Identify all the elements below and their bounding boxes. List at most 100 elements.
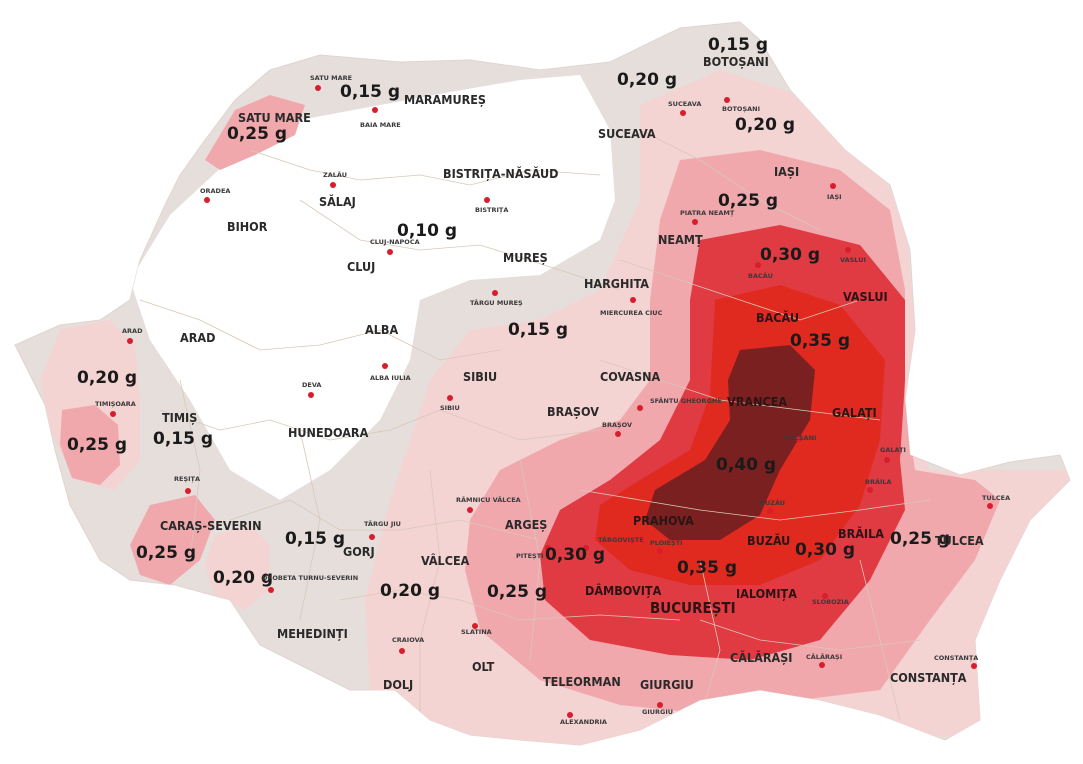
zone-label: 0,20 g — [77, 368, 137, 388]
city-label: VASLUI — [840, 256, 866, 264]
city-label: BAIA MARE — [360, 121, 401, 129]
county-label: OLT — [472, 659, 495, 674]
city-label: BRAȘOV — [602, 421, 632, 429]
zone-label: 0,30 g — [760, 245, 820, 265]
zone-label: 0,25 g — [487, 582, 547, 602]
zone-label: 0,25 g — [718, 191, 778, 211]
zone-label: 0,40 g — [716, 455, 776, 475]
county-label: BRAȘOV — [547, 404, 599, 419]
county-labels: BOTOȘANI MARAMUREȘ SATU MARE SUCEAVA IAȘ… — [160, 54, 984, 692]
city-label: CONSTANȚA — [934, 654, 978, 663]
county-label: HUNEDOARA — [288, 425, 369, 440]
city-label: CRAIOVA — [392, 636, 424, 644]
zone-label: 0,20 g — [735, 115, 795, 135]
city-label: TULCEA — [982, 494, 1010, 502]
zone-label: 0,25 g — [136, 543, 196, 563]
county-label: CONSTANȚA — [890, 670, 967, 685]
county-label: NEAMȚ — [658, 232, 703, 247]
zone-label: 0,25 g — [67, 435, 127, 455]
zone-label: 0,15 g — [285, 529, 345, 549]
county-label: IAȘI — [774, 164, 799, 179]
county-label: ALBA — [365, 322, 398, 337]
city-label: CLUJ-NAPOCA — [370, 238, 420, 246]
city-label: MIERCUREA CIUC — [600, 309, 663, 317]
county-label: ARAD — [180, 330, 215, 345]
county-label: ARGEȘ — [505, 517, 547, 532]
county-label: MARAMUREȘ — [404, 92, 486, 107]
county-label: DOLJ — [383, 677, 413, 692]
city-label: TIMIȘOARA — [95, 400, 136, 408]
county-label: CLUJ — [347, 259, 375, 274]
city-label: ORADEA — [200, 187, 230, 195]
county-label: GORJ — [343, 544, 375, 559]
county-label: GALAȚI — [832, 405, 877, 420]
city-label: SLATINA — [461, 628, 492, 636]
city-label: GIURGIU — [642, 708, 673, 716]
county-label: SUCEAVA — [598, 126, 656, 141]
county-label: BOTOȘANI — [703, 54, 769, 69]
county-label: SĂLAJ — [319, 194, 356, 209]
city-label: IAȘI — [827, 193, 842, 201]
county-label: TULCEA — [935, 533, 984, 548]
county-label: VRANCEA — [727, 394, 787, 409]
county-label: VASLUI — [843, 289, 888, 304]
county-label: TELEORMAN — [543, 674, 621, 689]
zone-020-southwest-lobe — [205, 525, 270, 610]
city-label: CĂLĂRAȘI — [806, 652, 842, 661]
county-label: BISTRIȚA-NĂSĂUD — [443, 166, 558, 181]
county-label: BACĂU — [756, 310, 799, 325]
city-label: BOTOȘANI — [722, 105, 760, 113]
zone-label: 0,25 g — [890, 529, 950, 549]
county-label: MUREȘ — [503, 250, 548, 265]
city-label: BACĂU — [748, 271, 773, 280]
county-label: BRĂILA — [838, 526, 884, 541]
zone-label: 0,15 g — [708, 35, 768, 55]
city-label: PLOIEȘTI — [650, 539, 683, 547]
zone-025-satu-mare — [205, 95, 305, 170]
county-label: SIBIU — [463, 369, 497, 384]
zone-label: 0,15 g — [508, 320, 568, 340]
zone-025-timis — [60, 405, 120, 485]
city-label: SATU MARE — [310, 74, 352, 82]
city-label: SIBIU — [440, 404, 460, 412]
city-dots — [110, 85, 993, 718]
zone-label: 0,20 g — [617, 70, 677, 90]
city-label: SLOBOZIA — [812, 598, 849, 606]
city-label: BRĂILA — [865, 477, 892, 486]
county-label: SATU MARE — [238, 110, 311, 125]
zone-label: 0,10 g — [397, 221, 457, 241]
city-label: TÂRGU JIU — [364, 519, 401, 528]
zone-label: 0,30 g — [545, 545, 605, 565]
city-label: DEVA — [302, 381, 321, 389]
zone-label: 0,20 g — [213, 568, 273, 588]
city-label: RÂMNICU VÂLCEA — [456, 495, 521, 504]
county-borders — [139, 129, 931, 721]
county-label: PRAHOVA — [633, 513, 694, 528]
county-label: BUCUREȘTI — [650, 599, 736, 617]
city-label: REȘIȚA — [174, 475, 200, 484]
county-label: VÂLCEA — [421, 553, 470, 568]
county-label: BUZĂU — [747, 533, 790, 548]
city-labels: SATU MARE BAIA MARE SUCEAVA BOTOȘANI IAȘ… — [95, 74, 1010, 726]
zone-025-caras — [130, 495, 215, 585]
county-label: DÂMBOVIȚA — [585, 583, 662, 598]
zone-010-region — [130, 75, 615, 500]
county-label: IALOMIȚA — [736, 586, 797, 601]
city-label: PIATRA NEAMȚ — [680, 209, 735, 218]
zone-040-region — [645, 345, 815, 540]
zone-label: 0,35 g — [677, 558, 737, 578]
county-label: TIMIȘ — [162, 410, 197, 425]
city-label: TÂRGOVIȘTE — [598, 535, 644, 544]
city-label: SFÂNTU GHEORGHE — [650, 396, 722, 405]
zone-label: 0,30 g — [795, 540, 855, 560]
county-label: HARGHITA — [584, 276, 649, 291]
city-label: BUZĂU — [760, 498, 785, 507]
city-label: DROBETA TURNU-SEVERIN — [262, 574, 358, 582]
zone-label: 0,25 g — [227, 124, 287, 144]
city-label: FOCȘANI — [784, 434, 816, 442]
city-label: ALEXANDRIA — [560, 718, 607, 726]
county-label: BIHOR — [227, 219, 268, 234]
county-label: COVASNA — [600, 369, 661, 384]
